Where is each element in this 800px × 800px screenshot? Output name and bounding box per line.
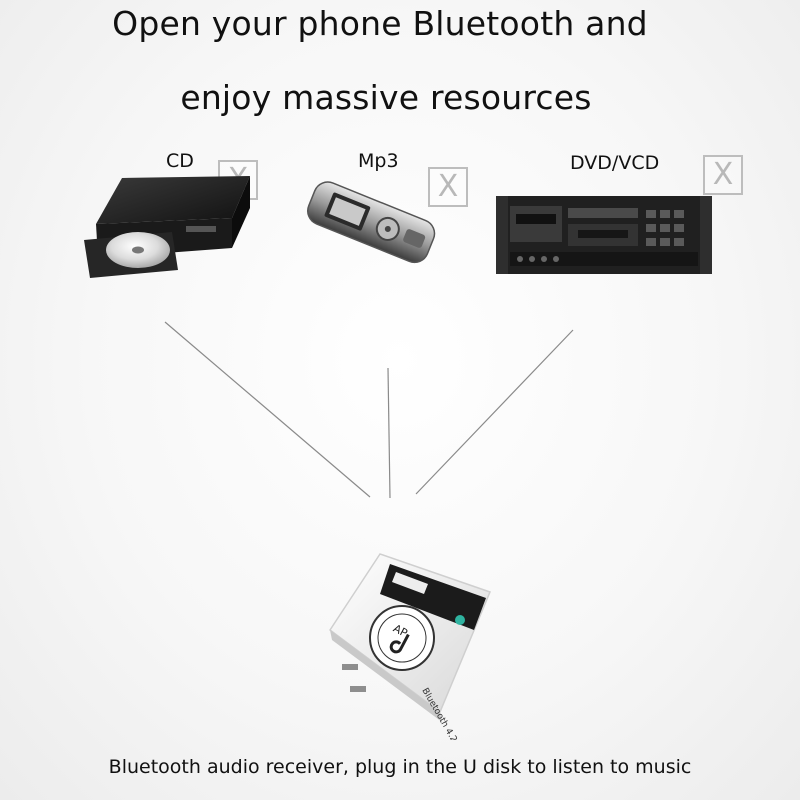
caption: Bluetooth audio receiver, plug in the U … bbox=[108, 756, 692, 778]
unsupported-mark-mp3: X bbox=[428, 167, 468, 207]
device-label-dvd: DVD/VCD bbox=[570, 152, 660, 174]
connector-line-cd bbox=[164, 321, 371, 498]
connector-line-mp3 bbox=[387, 367, 391, 499]
device-label-mp3: Mp3 bbox=[358, 150, 399, 172]
cd-player-icon bbox=[84, 176, 250, 278]
headline-line-2: enjoy massive resources bbox=[180, 78, 592, 117]
bluetooth-receiver-icon: AP Bluetooth 4.2 bbox=[328, 553, 491, 740]
headline-line-1: Open your phone Bluetooth and bbox=[112, 4, 648, 43]
device-label-cd: CD bbox=[166, 150, 194, 172]
svg-text:AP: AP bbox=[391, 622, 410, 640]
unsupported-mark-dvd: X bbox=[703, 155, 743, 195]
dvd-player-icon bbox=[496, 196, 712, 274]
connector-line-dvd bbox=[415, 329, 574, 495]
mp3-player-icon bbox=[307, 181, 436, 264]
